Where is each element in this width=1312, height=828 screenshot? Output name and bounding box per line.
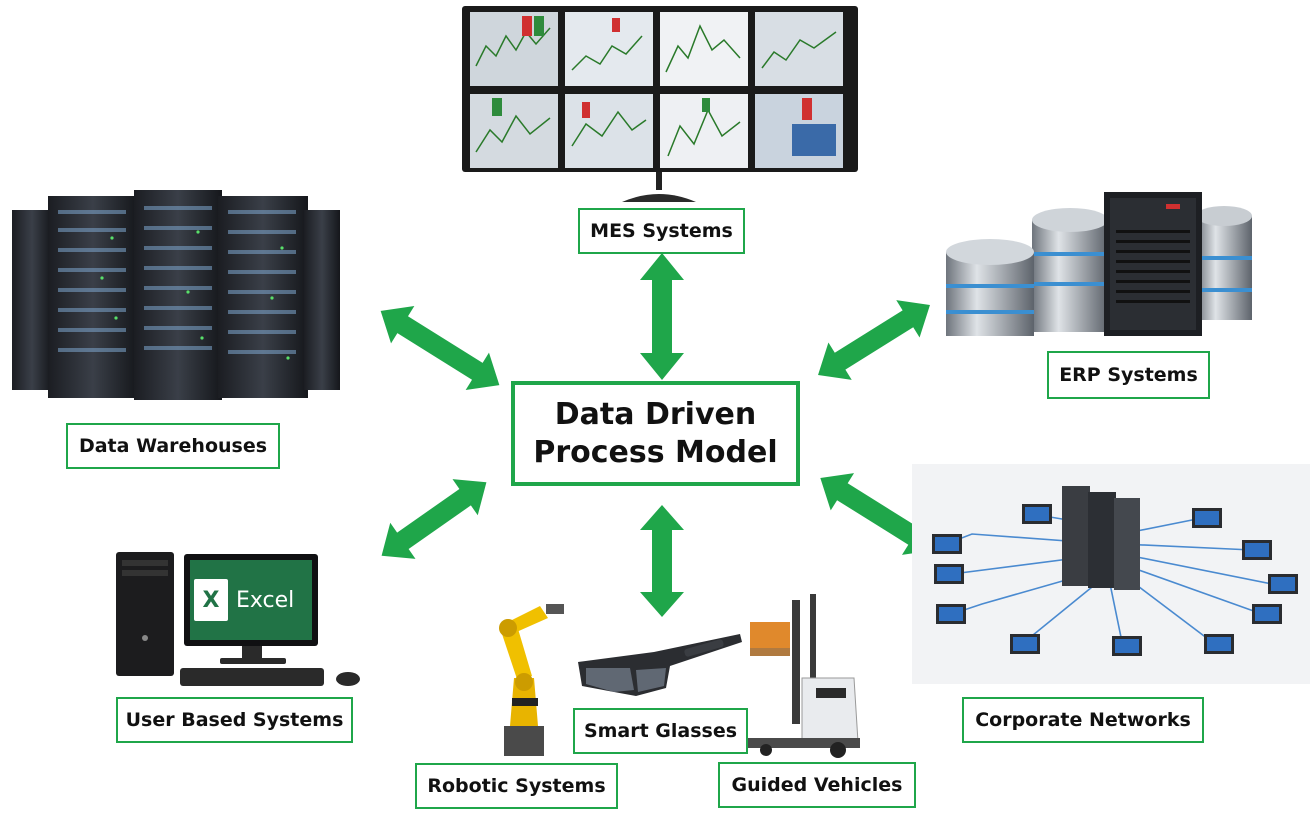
excel-logo: X Excel xyxy=(192,562,310,638)
arrow-user xyxy=(381,479,487,559)
label-user-based-systems: User Based Systems xyxy=(116,697,353,743)
arrow-warehouses xyxy=(380,306,500,390)
corporate-network-image xyxy=(912,464,1310,684)
excel-logo-text: Excel xyxy=(236,587,295,613)
arrow-erp xyxy=(818,300,930,380)
arrow-networks xyxy=(820,473,936,555)
label-corporate-networks: Corporate Networks xyxy=(962,697,1204,743)
label-erp-systems: ERP Systems xyxy=(1047,351,1210,399)
arrow-mes xyxy=(640,253,684,380)
center-title-line1: Data Driven xyxy=(554,397,757,432)
monitor-wall-image xyxy=(462,6,858,202)
label-robotic-systems: Robotic Systems xyxy=(415,763,618,809)
center-title-line2: Process Model xyxy=(533,434,778,470)
excel-icon: X xyxy=(194,579,228,621)
label-smart-glasses: Smart Glasses xyxy=(573,708,748,754)
server-racks-image xyxy=(12,190,340,400)
label-mes-systems: MES Systems xyxy=(578,208,745,254)
label-guided-vehicles: Guided Vehicles xyxy=(718,762,916,808)
central-process-model-box: Data Driven Process Model xyxy=(511,381,800,486)
database-servers-image xyxy=(946,192,1252,336)
guided-vehicle-image xyxy=(748,594,860,758)
arrow-bottom xyxy=(640,505,684,617)
label-data-warehouses: Data Warehouses xyxy=(66,423,280,469)
robot-arm-image xyxy=(499,604,564,756)
smart-glasses-image xyxy=(578,634,742,696)
